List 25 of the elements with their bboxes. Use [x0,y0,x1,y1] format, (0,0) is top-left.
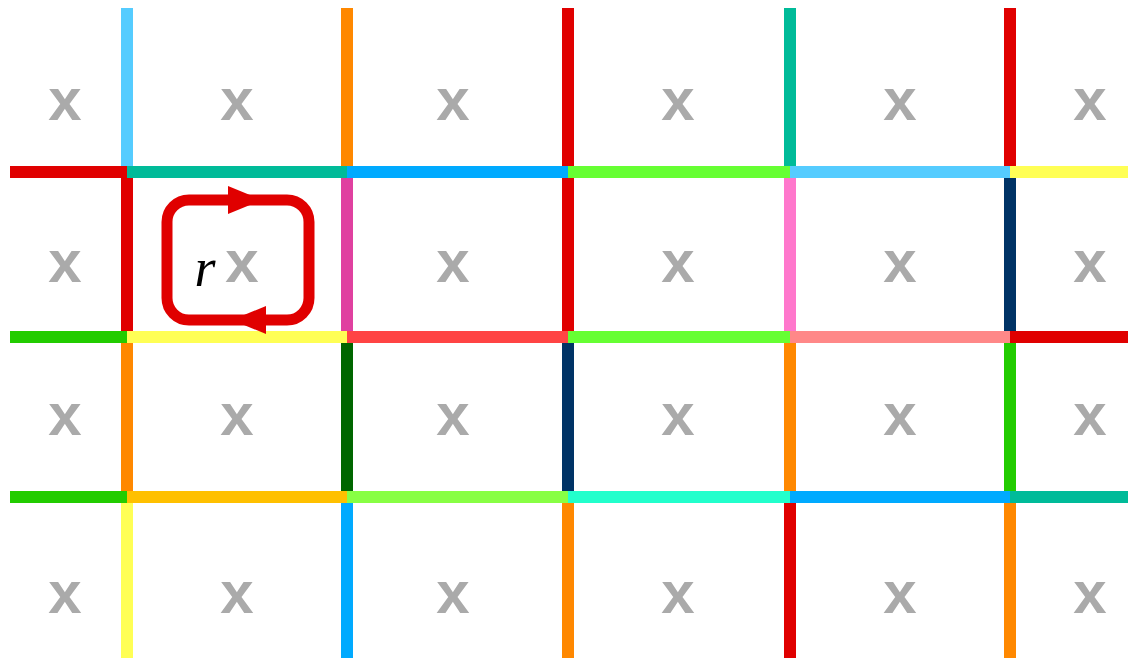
cell-mark: x [883,70,917,130]
cell-mark: x [225,232,259,292]
cell-mark: x [883,563,917,623]
cell-mark: x [661,70,695,130]
loop-label: r [194,241,216,295]
cell-mark: x [661,563,695,623]
cell-mark: x [220,385,254,445]
cell-mark: x [436,232,470,292]
cell-mark: x [883,232,917,292]
cell-mark: x [436,70,470,130]
cell-mark: x [220,563,254,623]
cell-mark: x [1073,385,1107,445]
cell-mark: x [436,385,470,445]
cell-mark: x [661,385,695,445]
cell-mark: x [1073,232,1107,292]
cell-mark: x [436,563,470,623]
cell-mark: x [661,232,695,292]
cell-mark: x [1073,563,1107,623]
cell-mark: x [1073,70,1107,130]
cell-mark: x [48,70,82,130]
cell-mark: x [883,385,917,445]
cell-mark: x [48,232,82,292]
cell-mark: x [48,385,82,445]
cell-mark: x [48,563,82,623]
cell-mark: x [220,70,254,130]
